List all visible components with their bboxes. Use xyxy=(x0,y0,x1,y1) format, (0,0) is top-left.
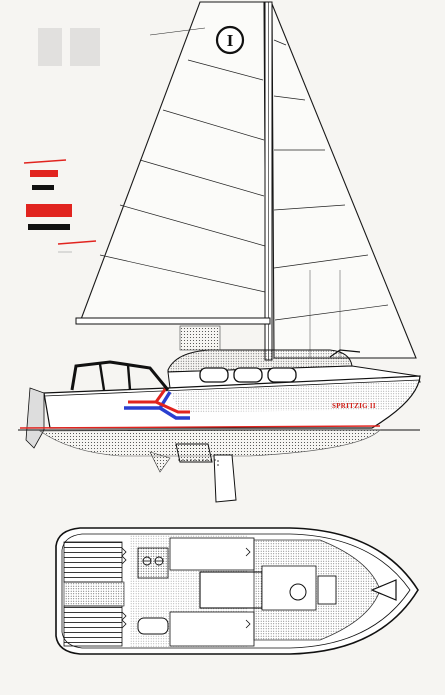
legend-swatch-red-small xyxy=(30,170,58,177)
legend-swatch-black-large xyxy=(28,224,70,230)
legend-swatch-red-large xyxy=(26,204,72,217)
sail-logo-letter: I xyxy=(227,31,234,50)
mast xyxy=(264,1,273,361)
boat-name-label: SPRITZIG II xyxy=(332,402,376,410)
boom xyxy=(75,317,271,325)
color-legend xyxy=(23,159,97,253)
hull-side-view: SPRITZIG II xyxy=(18,325,421,503)
background-faint-marks xyxy=(38,28,100,66)
jib xyxy=(271,3,417,359)
sail-logo: I xyxy=(215,25,245,55)
legend-swatch-black-small xyxy=(32,185,54,190)
deck-plan xyxy=(55,527,419,655)
